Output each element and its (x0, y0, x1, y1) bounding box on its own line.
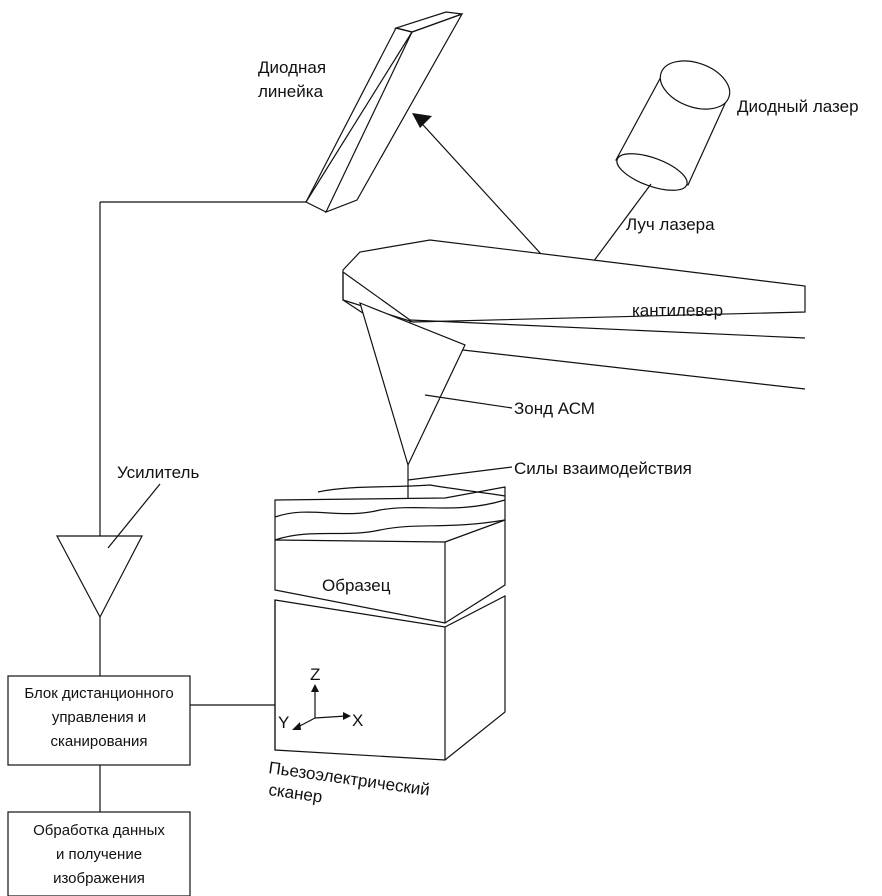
piezo-scanner (274, 595, 506, 761)
label-diode-array-1: Диодная (258, 58, 326, 77)
label-sample: Образец (322, 576, 391, 595)
wiring (99, 201, 306, 812)
processing-label-1: Обработка данных (33, 822, 165, 839)
processing-label-3: изображения (53, 870, 145, 887)
processing-label-2: и получение (56, 846, 142, 863)
diode-array (305, 11, 464, 214)
label-diode-array-2: линейка (258, 82, 324, 101)
label-scanner-2: сканер (267, 780, 323, 806)
axes-indicator (292, 684, 351, 730)
label-forces: Силы взаимодействия (514, 459, 692, 478)
afm-probe (359, 301, 513, 520)
diode-laser (615, 60, 731, 191)
control-block (7, 675, 191, 766)
label-laser-beam: Луч лазера (626, 215, 715, 234)
cantilever (342, 239, 806, 390)
label-probe: Зонд АСМ (514, 399, 595, 418)
control-label-2: управления и (52, 709, 146, 726)
label-amplifier: Усилитель (117, 463, 199, 482)
label-cantilever: кантилевер (632, 301, 723, 320)
control-label-1: Блок дистанционного (24, 685, 173, 702)
axis-z-label: Z (310, 665, 320, 684)
axis-y-label: Y (278, 713, 289, 732)
label-diode-laser: Диодный лазер (737, 97, 859, 116)
axis-x-label: X (352, 711, 363, 730)
amplifier (56, 483, 161, 619)
sample-block (274, 484, 506, 624)
control-label-3: сканирования (50, 733, 147, 750)
processing-block (7, 811, 191, 896)
